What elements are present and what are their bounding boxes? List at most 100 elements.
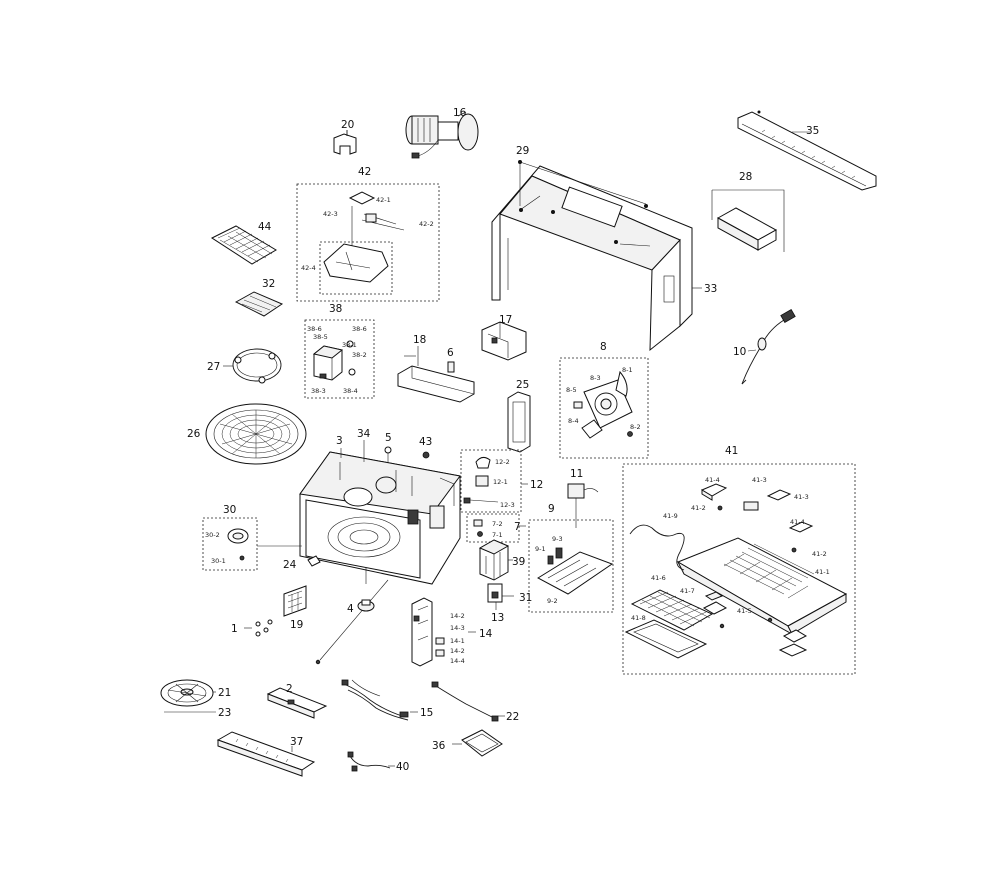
callout-18: 18 bbox=[413, 334, 426, 346]
subcallout-42-1: 42-1 bbox=[376, 196, 391, 204]
callout-34: 34 bbox=[357, 428, 371, 440]
part-28-damper bbox=[711, 189, 785, 252]
subcallout-12-1: 12-1 bbox=[493, 478, 508, 486]
subcallout-30-1: 30-1 bbox=[211, 557, 226, 565]
subcallout-41-9: 41-9 bbox=[663, 512, 678, 520]
subcallout-38-5: 38-5 bbox=[313, 333, 328, 341]
part-14-latch-assembly bbox=[411, 597, 445, 667]
group-38-box bbox=[304, 319, 375, 399]
part-15-wire-harness bbox=[341, 679, 409, 721]
callout-24: 24 bbox=[283, 559, 297, 571]
callout-21: 21 bbox=[218, 687, 231, 699]
subcallout-41-4a: 41-4 bbox=[705, 476, 720, 484]
part-30-turntable-motor bbox=[227, 528, 249, 561]
callout-31: 31 bbox=[519, 592, 532, 604]
subcallout-41-3b: 41-3 bbox=[794, 493, 809, 501]
part-5-screw bbox=[384, 446, 392, 462]
subcallout-41-5: 41-5 bbox=[737, 607, 752, 615]
part-38-mode-stirrer bbox=[312, 340, 356, 381]
subcallout-41-4b: 41-4 bbox=[790, 518, 805, 526]
group-8-box bbox=[559, 357, 649, 459]
subcallout-8-3: 8-3 bbox=[590, 374, 601, 382]
part-16-fan-motor bbox=[405, 111, 479, 159]
callout-37: 37 bbox=[290, 736, 303, 748]
callout-22: 22 bbox=[506, 711, 519, 723]
subcallout-7-1: 7-1 bbox=[492, 531, 503, 539]
callout-39: 39 bbox=[512, 556, 525, 568]
callout-11: 11 bbox=[570, 468, 583, 480]
subcallout-30-2: 30-2 bbox=[205, 531, 220, 539]
part-39-transformer bbox=[478, 539, 510, 581]
part-26-turntable bbox=[205, 403, 307, 465]
callout-5: 5 bbox=[385, 432, 392, 444]
part-37-vent-bar bbox=[216, 731, 316, 777]
callout-41: 41 bbox=[725, 445, 738, 457]
callout-9: 9 bbox=[548, 503, 555, 515]
part-22-wire bbox=[431, 681, 499, 722]
callout-32: 32 bbox=[262, 278, 275, 290]
part-36-light-cover bbox=[461, 729, 503, 757]
part-3-cavity-assembly bbox=[299, 451, 461, 585]
subcallout-38-6a: 38-6 bbox=[307, 325, 322, 333]
callout-38: 38 bbox=[329, 303, 342, 315]
subcallout-38-6b: 38-6 bbox=[352, 325, 367, 333]
subcallout-14-1: 14-1 bbox=[450, 637, 465, 645]
part-11-magnetron bbox=[567, 483, 599, 528]
part-31-capacitor bbox=[487, 583, 503, 603]
callout-4: 4 bbox=[347, 603, 354, 615]
part-10-power-cord bbox=[741, 308, 796, 385]
callout-13: 13 bbox=[491, 612, 504, 624]
callout-17: 17 bbox=[499, 314, 512, 326]
subcallout-42-3: 42-3 bbox=[323, 210, 338, 218]
part-9-base-plate bbox=[536, 547, 614, 595]
callout-36: 36 bbox=[432, 740, 446, 752]
subcallout-12-2: 12-2 bbox=[495, 458, 510, 466]
subcallout-38-4: 38-4 bbox=[343, 387, 358, 395]
part-21-turntable-support bbox=[160, 679, 214, 707]
callout-42: 42 bbox=[358, 166, 371, 178]
subcallout-38-3: 38-3 bbox=[311, 387, 326, 395]
callout-28: 28 bbox=[739, 171, 752, 183]
callout-23: 23 bbox=[218, 707, 231, 719]
subcallout-9-3: 9-3 bbox=[552, 535, 563, 543]
subcallout-41-6: 41-6 bbox=[651, 574, 666, 582]
group-41-box bbox=[622, 463, 856, 675]
subcallout-14-4: 14-4 bbox=[450, 657, 465, 665]
subcallout-12-3: 12-3 bbox=[500, 501, 515, 509]
callout-10: 10 bbox=[733, 346, 746, 358]
subcallout-14-3: 14-3 bbox=[450, 624, 465, 632]
part-25-vent-grille bbox=[507, 391, 531, 453]
part-1-hardware-set bbox=[244, 619, 273, 637]
callout-12: 12 bbox=[530, 479, 543, 491]
callout-16: 16 bbox=[453, 107, 467, 119]
subcallout-41-1: 41-1 bbox=[815, 568, 830, 576]
group-9-box bbox=[528, 519, 614, 613]
callout-35: 35 bbox=[806, 125, 819, 137]
subcallout-14-2b: 14-2 bbox=[450, 647, 465, 655]
callout-33: 33 bbox=[704, 283, 717, 295]
part-24-screw bbox=[307, 555, 321, 567]
part-2-door-latch bbox=[266, 687, 328, 719]
subcallout-14-2a: 14-2 bbox=[450, 612, 465, 620]
part-42-control-group bbox=[319, 191, 405, 295]
part-40-wire bbox=[347, 751, 391, 772]
subcallout-41-2a: 41-2 bbox=[691, 504, 706, 512]
callout-40: 40 bbox=[396, 761, 409, 773]
subcallout-42-4: 42-4 bbox=[301, 264, 316, 272]
part-7-relay-group bbox=[473, 519, 483, 537]
callout-1: 1 bbox=[231, 623, 238, 635]
callout-29: 29 bbox=[516, 145, 529, 157]
part-screw-small bbox=[315, 659, 321, 665]
callout-8: 8 bbox=[600, 341, 607, 353]
subcallout-41-8: 41-8 bbox=[631, 614, 646, 622]
group-12-box bbox=[460, 449, 522, 513]
subcallout-41-7: 41-7 bbox=[680, 587, 695, 595]
callout-15: 15 bbox=[420, 707, 433, 719]
callout-6: 6 bbox=[447, 347, 454, 359]
part-33-cabinet bbox=[491, 160, 693, 352]
callout-14: 14 bbox=[479, 628, 493, 640]
subcallout-8-4: 8-4 bbox=[568, 417, 579, 425]
subcallout-8-1: 8-1 bbox=[622, 366, 633, 374]
subcallout-41-2b: 41-2 bbox=[812, 550, 827, 558]
subcallout-8-5: 8-5 bbox=[566, 386, 577, 394]
